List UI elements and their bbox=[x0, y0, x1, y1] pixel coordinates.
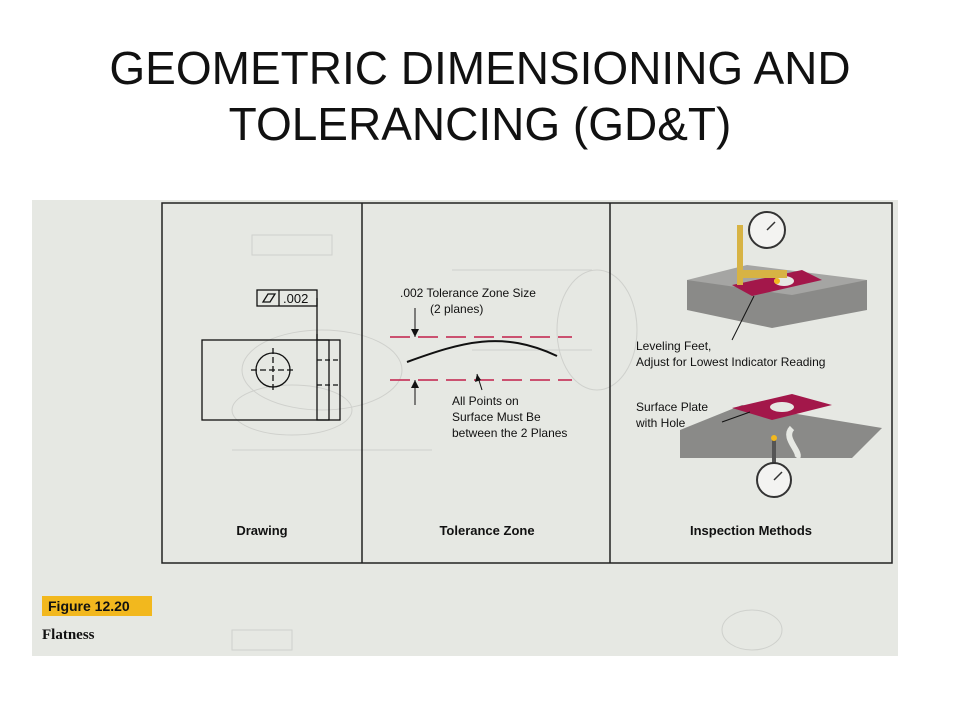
points-line-3: between the 2 Planes bbox=[452, 426, 567, 440]
points-line-2: Surface Must Be bbox=[452, 410, 541, 424]
part-front-view bbox=[201, 339, 330, 421]
inspection-panel bbox=[680, 211, 882, 498]
zone-size-line-1: .002 Tolerance Zone Size bbox=[400, 286, 536, 300]
inspection-label: Inspection Methods bbox=[690, 523, 812, 538]
plate-line-1: Surface Plate bbox=[636, 400, 708, 414]
drawing-label: Drawing bbox=[236, 523, 287, 538]
control-value: .002 bbox=[283, 291, 308, 306]
leveling-line-1: Leveling Feet, bbox=[636, 339, 711, 353]
surface-curve bbox=[406, 340, 558, 363]
figure-caption: Flatness bbox=[42, 627, 95, 643]
tolerance-zone-label: Tolerance Zone bbox=[439, 523, 534, 538]
flatness-symbol-icon bbox=[261, 293, 277, 303]
figure-scan: .002 Drawing .002 Tolerance Zone Size (2… bbox=[32, 200, 898, 656]
figure-frame bbox=[161, 202, 893, 564]
figure-number-badge: Figure 12.20 bbox=[42, 596, 152, 616]
figure-svg: .002 Drawing .002 Tolerance Zone Size (2… bbox=[161, 202, 893, 651]
plate-line-2: with Hole bbox=[635, 416, 686, 430]
slide-title: GEOMETRIC DIMENSIONING AND TOLERANCING (… bbox=[0, 40, 960, 152]
slide-title-line-1: GEOMETRIC DIMENSIONING AND bbox=[109, 42, 851, 94]
leveling-line-2: Adjust for Lowest Indicator Reading bbox=[636, 355, 825, 369]
arrow-up-icon bbox=[411, 380, 419, 388]
leader-arrow-icon bbox=[475, 374, 481, 382]
zone-size-line-2: (2 planes) bbox=[430, 302, 483, 316]
drawing-panel bbox=[201, 289, 341, 421]
bleed-through-texture bbox=[231, 234, 783, 651]
tolerance-zone-panel bbox=[390, 308, 572, 405]
gray-plate-top bbox=[687, 280, 867, 328]
points-line-1: All Points on bbox=[452, 394, 519, 408]
gray-plate-bottom bbox=[680, 405, 882, 458]
arrow-down-icon bbox=[411, 329, 419, 337]
slide-title-line-2: TOLERANCING (GD&T) bbox=[228, 98, 732, 150]
part-side-view bbox=[316, 339, 341, 421]
